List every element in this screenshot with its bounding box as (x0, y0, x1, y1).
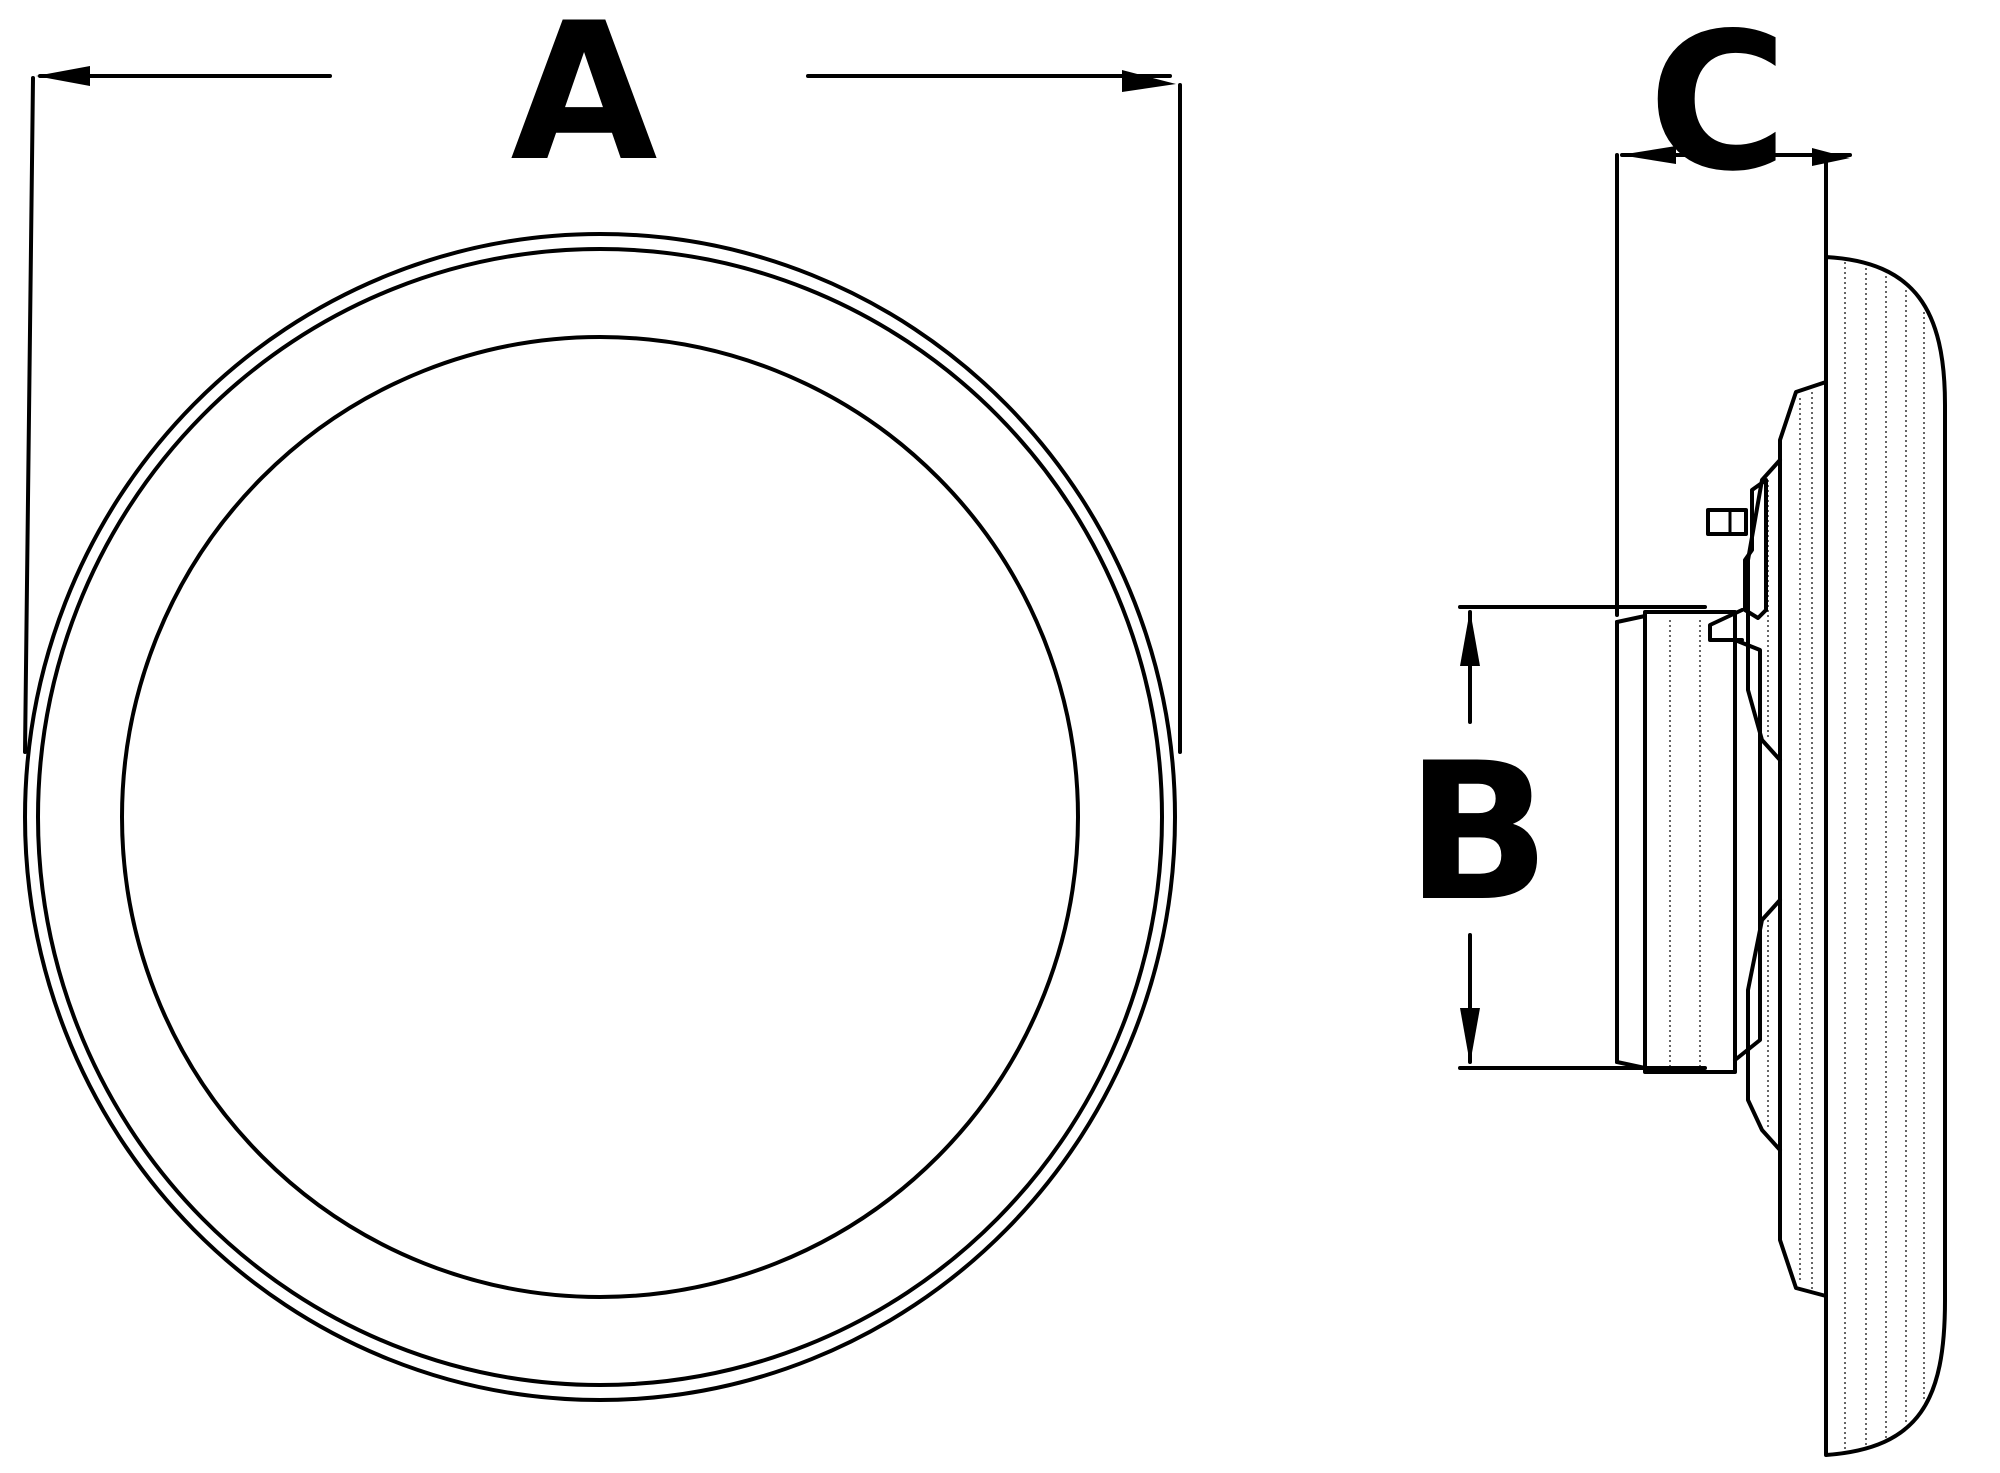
dim-c-arrow-left (1620, 146, 1676, 164)
front-view (23, 232, 1177, 1402)
dim-c-label: C (1648, 0, 1787, 213)
dimension-a: A (23, 0, 1182, 754)
side-view (1615, 255, 1947, 1457)
lens-circle (120, 335, 1080, 1299)
dimension-b: B (1406, 605, 1707, 1070)
dim-c-arrow-right (1812, 148, 1850, 166)
dim-a-arrow-left (36, 66, 90, 86)
terminal-connector (1706, 478, 1768, 620)
side-housing-body (1643, 610, 1737, 1074)
side-neck (1708, 608, 1744, 642)
dim-b-label: B (1406, 722, 1551, 943)
side-bezel (1824, 255, 1947, 1457)
side-bezel-hatching (1844, 262, 1925, 1452)
dim-b-arrow-bottom (1460, 1008, 1480, 1064)
dimension-c: C (1615, 0, 1852, 617)
outer-rim-outer (23, 232, 1177, 1402)
dim-b-arrow-top (1460, 610, 1480, 666)
dim-a-arrow-right (1122, 70, 1176, 92)
dim-a-extension-left (23, 76, 35, 754)
dim-a-label: A (510, 0, 657, 203)
side-mounting-plate (1778, 380, 1828, 1298)
side-pocket-lower (1746, 898, 1782, 1152)
outer-rim-inner (36, 247, 1164, 1387)
side-pocket-upper (1746, 458, 1782, 762)
